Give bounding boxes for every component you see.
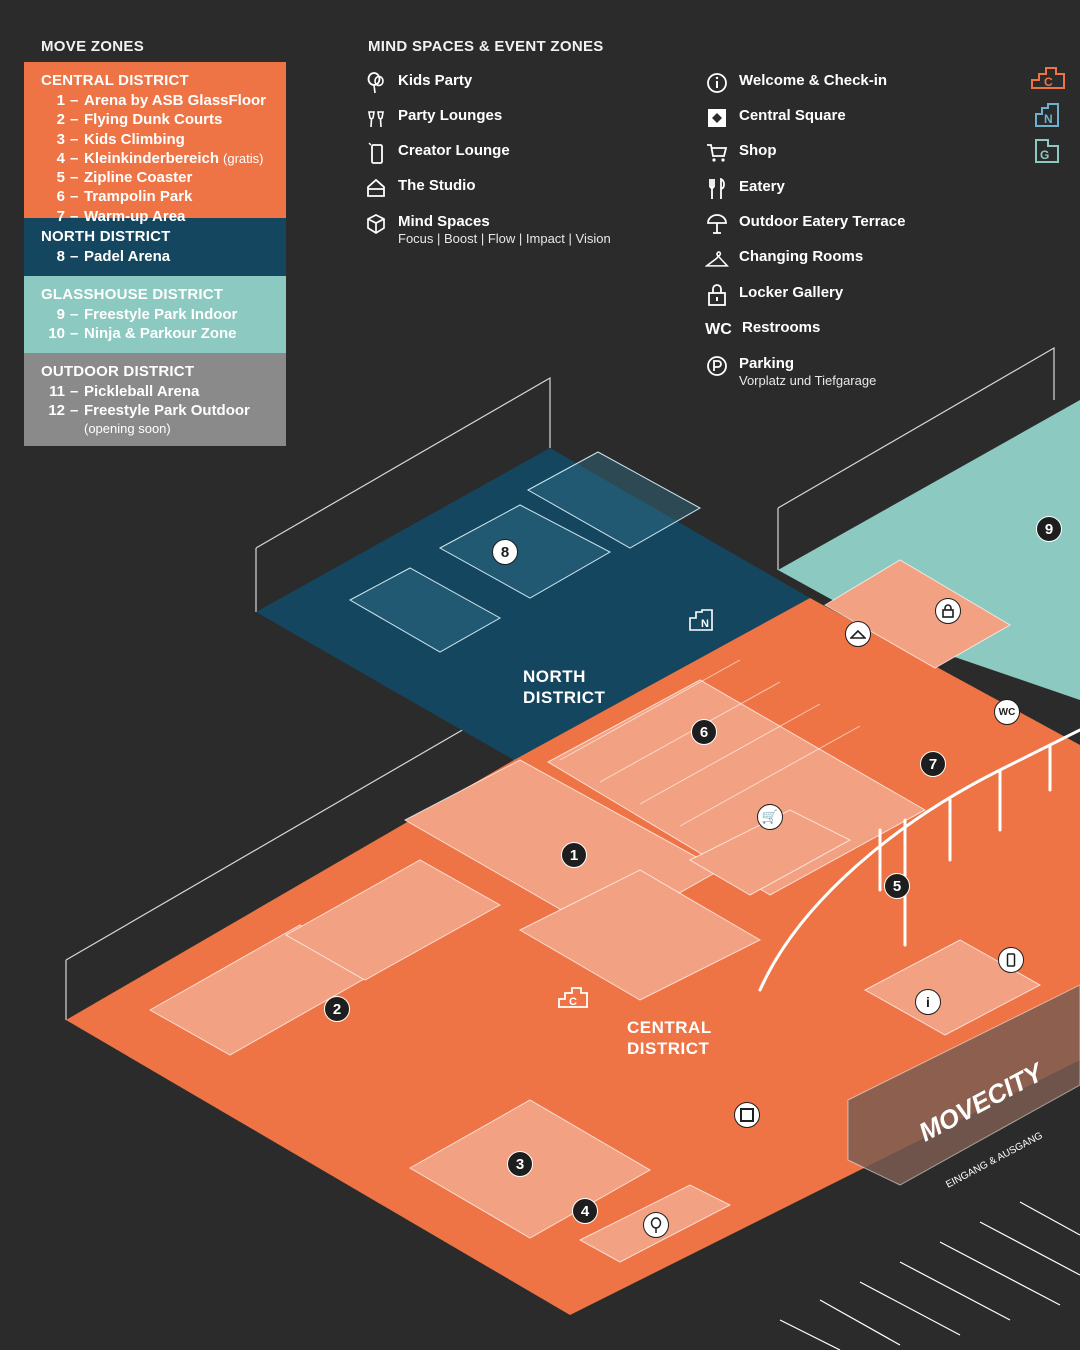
- map-pin-8[interactable]: 8: [492, 539, 518, 565]
- umbrella-icon: [705, 212, 729, 236]
- north-district-floor: [256, 448, 810, 760]
- legend-locker-gallery[interactable]: Locker Gallery: [705, 283, 843, 307]
- map-north-icon: N: [688, 608, 714, 637]
- zone-item[interactable]: 4–Kleinkinderbereich(gratis): [56, 149, 264, 167]
- zone-item[interactable]: 3–Kids Climbing: [56, 130, 185, 148]
- map-wc-icon[interactable]: WC: [994, 699, 1020, 725]
- map-central-icon: C: [556, 985, 590, 1016]
- legend-parking[interactable]: Parking Vorplatz und Tiefgarage: [705, 354, 876, 388]
- legend-eatery[interactable]: Eatery: [705, 177, 785, 201]
- north-district-icon: N: [1034, 102, 1064, 133]
- info-icon: [705, 71, 729, 95]
- balloon-icon: [364, 71, 388, 95]
- zone-item[interactable]: 1–Arena by ASB GlassFloor: [56, 92, 266, 109]
- legend-welcome-checkin[interactable]: Welcome & Check-in: [705, 71, 887, 95]
- map-phone-icon[interactable]: [998, 947, 1024, 973]
- legend-outdoor-eatery-terrace[interactable]: Outdoor Eatery Terrace: [705, 212, 905, 236]
- cube-icon: [364, 212, 388, 236]
- legend-the-studio[interactable]: The Studio: [364, 176, 476, 200]
- zone-item[interactable]: 11–Pickleball Arena: [49, 383, 200, 400]
- hanger-icon: [705, 247, 729, 271]
- svg-text:C: C: [1044, 75, 1053, 89]
- cutlery-icon: [705, 177, 729, 201]
- mind-spaces-title: MIND SPACES & EVENT ZONES: [368, 38, 604, 55]
- phone-icon: [364, 141, 388, 165]
- champagne-icon: [364, 106, 388, 130]
- svg-text:G: G: [1040, 148, 1049, 162]
- central-district-icon: C: [1030, 66, 1070, 97]
- wc-icon: WC: [705, 321, 732, 338]
- svg-text:N: N: [701, 618, 709, 630]
- legend-party-lounges[interactable]: Party Lounges: [364, 106, 502, 130]
- district-north: NORTH DISTRICT 8–Padel Arena: [24, 218, 286, 276]
- map-square-icon[interactable]: [734, 1102, 760, 1128]
- map-pin-2[interactable]: 2: [324, 996, 350, 1022]
- map-lock-icon[interactable]: [935, 598, 961, 624]
- move-zones-panel: CENTRAL DISTRICT 1–Arena by ASB GlassFlo…: [24, 62, 286, 446]
- legend-restrooms[interactable]: WC Restrooms: [705, 318, 820, 342]
- legend-kids-party[interactable]: Kids Party: [364, 71, 472, 95]
- legend-mind-spaces[interactable]: Mind Spaces Focus | Boost | Flow | Impac…: [364, 212, 611, 246]
- map-shop-icon[interactable]: 🛒: [757, 804, 783, 830]
- zone-item[interactable]: 2–Flying Dunk Courts: [56, 111, 223, 129]
- map-pin-3[interactable]: 3: [507, 1151, 533, 1177]
- map-pin-4[interactable]: 4: [572, 1198, 598, 1224]
- map-hanger-icon[interactable]: [845, 621, 871, 647]
- district-central: CENTRAL DISTRICT 1–Arena by ASB GlassFlo…: [24, 62, 286, 225]
- zone-item[interactable]: 7–Warm-up Area: [56, 207, 186, 225]
- district-glasshouse: GLASSHOUSE DISTRICT 9–Freestyle Park Ind…: [24, 276, 286, 353]
- district-name: GLASSHOUSE DISTRICT: [41, 286, 224, 303]
- zone-item[interactable]: 8–Padel Arena: [56, 248, 171, 265]
- district-name: OUTDOOR DISTRICT: [41, 363, 195, 380]
- zone-item[interactable]: 9–Freestyle Park Indoor: [56, 306, 238, 323]
- zone-subtext: (opening soon): [84, 420, 171, 436]
- entrance-building: [847, 984, 1080, 1186]
- zone-item[interactable]: 5–Zipline Coaster: [56, 169, 193, 187]
- square-icon: [705, 106, 729, 130]
- district-name: NORTH DISTRICT: [41, 228, 171, 245]
- svg-text:C: C: [569, 996, 577, 1008]
- glasshouse-district-icon: G: [1034, 138, 1064, 169]
- house-icon: [364, 176, 388, 200]
- map-pin-9[interactable]: 9: [1036, 516, 1062, 542]
- lock-icon: [705, 283, 729, 307]
- legend-creator-lounge[interactable]: Creator Lounge: [364, 141, 510, 165]
- map-pin-5[interactable]: 5: [884, 873, 910, 899]
- district-name: CENTRAL DISTRICT: [41, 72, 189, 89]
- map-info-icon[interactable]: i: [915, 989, 941, 1015]
- legend-central-square[interactable]: Central Square: [705, 106, 846, 130]
- map-pin-6[interactable]: 6: [691, 719, 717, 745]
- zone-item[interactable]: 12–Freestyle Park Outdoor: [48, 402, 250, 420]
- svg-text:N: N: [1044, 112, 1053, 126]
- zone-item[interactable]: 6–Trampolin Park: [56, 188, 193, 206]
- move-zones-title: MOVE ZONES: [41, 38, 145, 55]
- legend-changing-rooms[interactable]: Changing Rooms: [705, 247, 863, 271]
- cart-icon: [705, 141, 729, 165]
- parking-icon: [705, 354, 729, 378]
- map-pin-7[interactable]: 7: [920, 751, 946, 777]
- legend-shop[interactable]: Shop: [705, 141, 777, 165]
- zone-item[interactable]: 10–Ninja & Parkour Zone: [48, 325, 237, 343]
- district-outdoor: OUTDOOR DISTRICT 11–Pickleball Arena 12–…: [24, 353, 286, 446]
- map-balloon-icon[interactable]: [643, 1212, 669, 1238]
- map-pin-1[interactable]: 1: [561, 842, 587, 868]
